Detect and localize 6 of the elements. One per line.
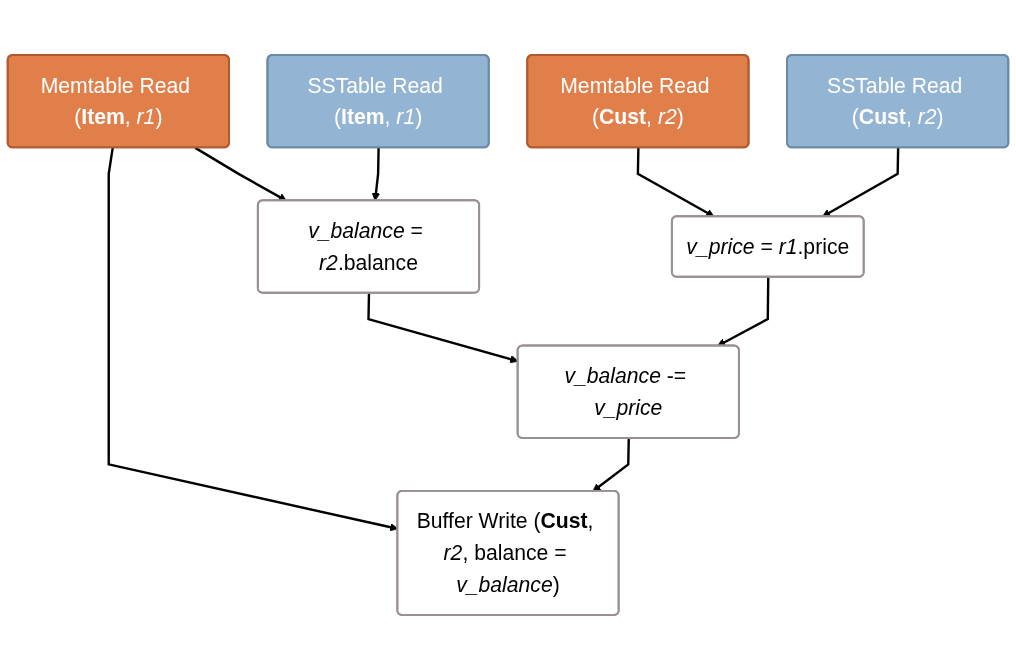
arrow [371,147,381,202]
arrow [194,146,287,202]
arrow [822,147,900,218]
arrow [592,438,630,492]
arrow [717,277,770,347]
arrow [636,147,715,218]
